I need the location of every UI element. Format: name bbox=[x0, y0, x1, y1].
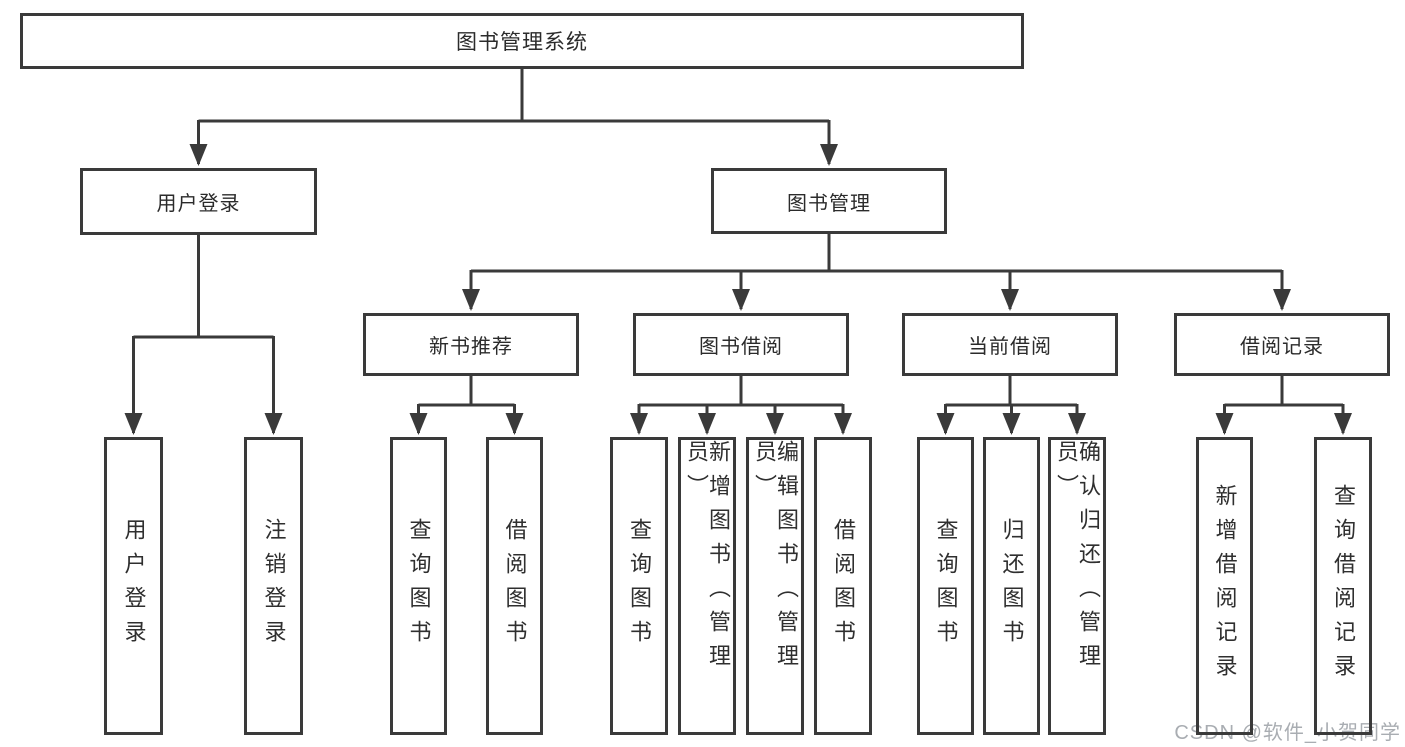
leaf-user-login-box: 用户登录 bbox=[104, 437, 163, 735]
leaf-search-borrow-record-label: 查询借阅记录 bbox=[1331, 484, 1356, 688]
root-box-library-system: 图书管理系统 bbox=[20, 13, 1024, 69]
section-new-book-recommend-box: 新书推荐 bbox=[363, 313, 579, 376]
leaf-edit-book-admin-box: 编辑图书（管理员） bbox=[746, 437, 804, 735]
section-current-borrow-label: 当前借阅 bbox=[968, 336, 1052, 358]
section-borrow-record-box: 借阅记录 bbox=[1174, 313, 1390, 376]
section-book-borrow-label: 图书借阅 bbox=[699, 336, 783, 358]
leaf-search-book-current-box: 查询图书 bbox=[917, 437, 974, 735]
branch-user-login-label: 用户登录 bbox=[156, 193, 241, 215]
section-current-borrow-box: 当前借阅 bbox=[902, 313, 1118, 376]
leaf-edit-book-admin-label: 编辑图书（管理员） bbox=[752, 440, 799, 678]
leaf-borrow-book-box: 借阅图书 bbox=[814, 437, 872, 735]
leaf-borrow-book-label: 借阅图书 bbox=[831, 518, 856, 654]
root-label: 图书管理系统 bbox=[456, 31, 588, 54]
leaf-return-book-label: 归还图书 bbox=[999, 518, 1025, 654]
leaf-search-book-current-label: 查询图书 bbox=[933, 518, 959, 654]
watermark-text: CSDN @软件_小贺同学 bbox=[1174, 722, 1401, 744]
branch-book-management-label: 图书管理 bbox=[787, 192, 871, 215]
leaf-search-book-borrow-box: 查询图书 bbox=[610, 437, 668, 735]
leaf-return-book-box: 归还图书 bbox=[983, 437, 1040, 735]
leaf-user-login-label: 用户登录 bbox=[121, 518, 147, 654]
leaf-add-borrow-record-box: 新增借阅记录 bbox=[1196, 437, 1253, 735]
leaf-add-borrow-record-label: 新增借阅记录 bbox=[1212, 484, 1238, 688]
leaf-borrow-book-recommend-label: 借阅图书 bbox=[502, 518, 528, 654]
section-book-borrow-box: 图书借阅 bbox=[633, 313, 849, 376]
leaf-search-borrow-record-box: 查询借阅记录 bbox=[1314, 437, 1372, 735]
leaf-search-book-borrow-label: 查询图书 bbox=[627, 518, 652, 654]
leaf-search-book-recommend-label: 查询图书 bbox=[406, 518, 432, 654]
section-new-book-recommend-label: 新书推荐 bbox=[429, 336, 513, 358]
branch-book-management-box: 图书管理 bbox=[711, 168, 947, 234]
branch-user-login-box: 用户登录 bbox=[80, 168, 317, 235]
leaf-add-book-admin-label: 新增图书（管理员） bbox=[684, 440, 731, 678]
leaf-add-book-admin-box: 新增图书（管理员） bbox=[678, 437, 736, 735]
leaf-logout-label: 注销登录 bbox=[261, 518, 287, 654]
section-borrow-record-label: 借阅记录 bbox=[1240, 336, 1324, 358]
leaf-borrow-book-recommend-box: 借阅图书 bbox=[486, 437, 543, 735]
leaf-confirm-return-admin-label: 确认归还（管理员） bbox=[1054, 440, 1101, 678]
leaf-confirm-return-admin-box: 确认归还（管理员） bbox=[1048, 437, 1106, 735]
leaf-logout-box: 注销登录 bbox=[244, 437, 303, 735]
leaf-search-book-recommend-box: 查询图书 bbox=[390, 437, 447, 735]
